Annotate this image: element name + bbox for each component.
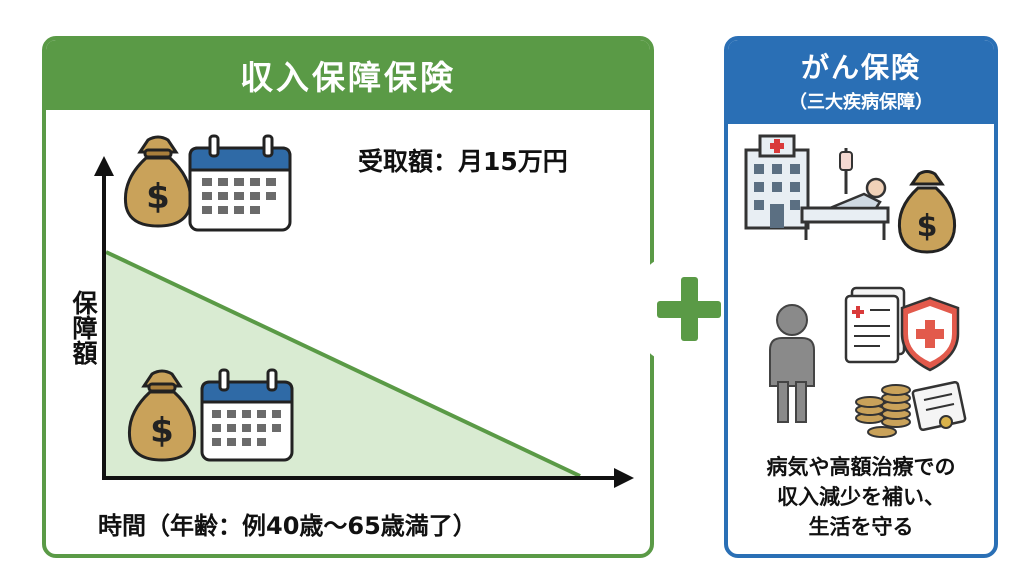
money-bag-icon: $	[127, 369, 197, 462]
hospital-icon	[744, 134, 810, 230]
caption-line: 生活を守る	[808, 515, 914, 539]
coverage-line	[105, 250, 581, 478]
person-icon	[769, 304, 815, 423]
money-bag-icon: $	[123, 135, 193, 228]
hospital-bed-icon	[800, 148, 890, 240]
x-axis-label: 時間（年齢：例40歳〜65歳満了）	[98, 512, 477, 540]
cancer-insurance-illustration: $	[744, 134, 967, 438]
cancer-insurance-caption: 病気や高額治療での 収入減少を補い、 生活を守る	[728, 452, 994, 542]
money-calendar-bottom: $	[127, 368, 294, 462]
caption-line: 収入減少を補い、	[777, 485, 945, 509]
y-axis-label: 保障額	[69, 290, 98, 365]
plus-icon	[634, 254, 744, 364]
calendar-icon	[200, 368, 294, 462]
money-calendar-top: $	[123, 134, 292, 232]
cancer-insurance-title: がん保険	[800, 51, 921, 84]
income-amount-label: 受取額：月15万円	[358, 147, 568, 176]
cancer-insurance-header: がん保険 （三大疾病保障）	[728, 40, 994, 124]
y-axis-arrow	[94, 156, 114, 176]
svg-text:$: $	[917, 209, 938, 244]
medical-shield-icon	[900, 296, 960, 372]
svg-text:$: $	[146, 177, 170, 217]
cancer-insurance-subtitle: （三大疾病保障）	[789, 92, 933, 113]
money-bag-icon: $	[897, 170, 957, 254]
caption-line: 病気や高額治療での	[766, 455, 956, 479]
x-axis-arrow	[614, 468, 634, 488]
diploma-icon	[911, 380, 967, 432]
medical-document-icon	[844, 286, 906, 364]
income-protection-title: 収入保障保険	[46, 40, 650, 110]
calendar-icon	[188, 134, 292, 232]
coins-icon	[855, 384, 911, 438]
svg-text:$: $	[150, 411, 174, 451]
